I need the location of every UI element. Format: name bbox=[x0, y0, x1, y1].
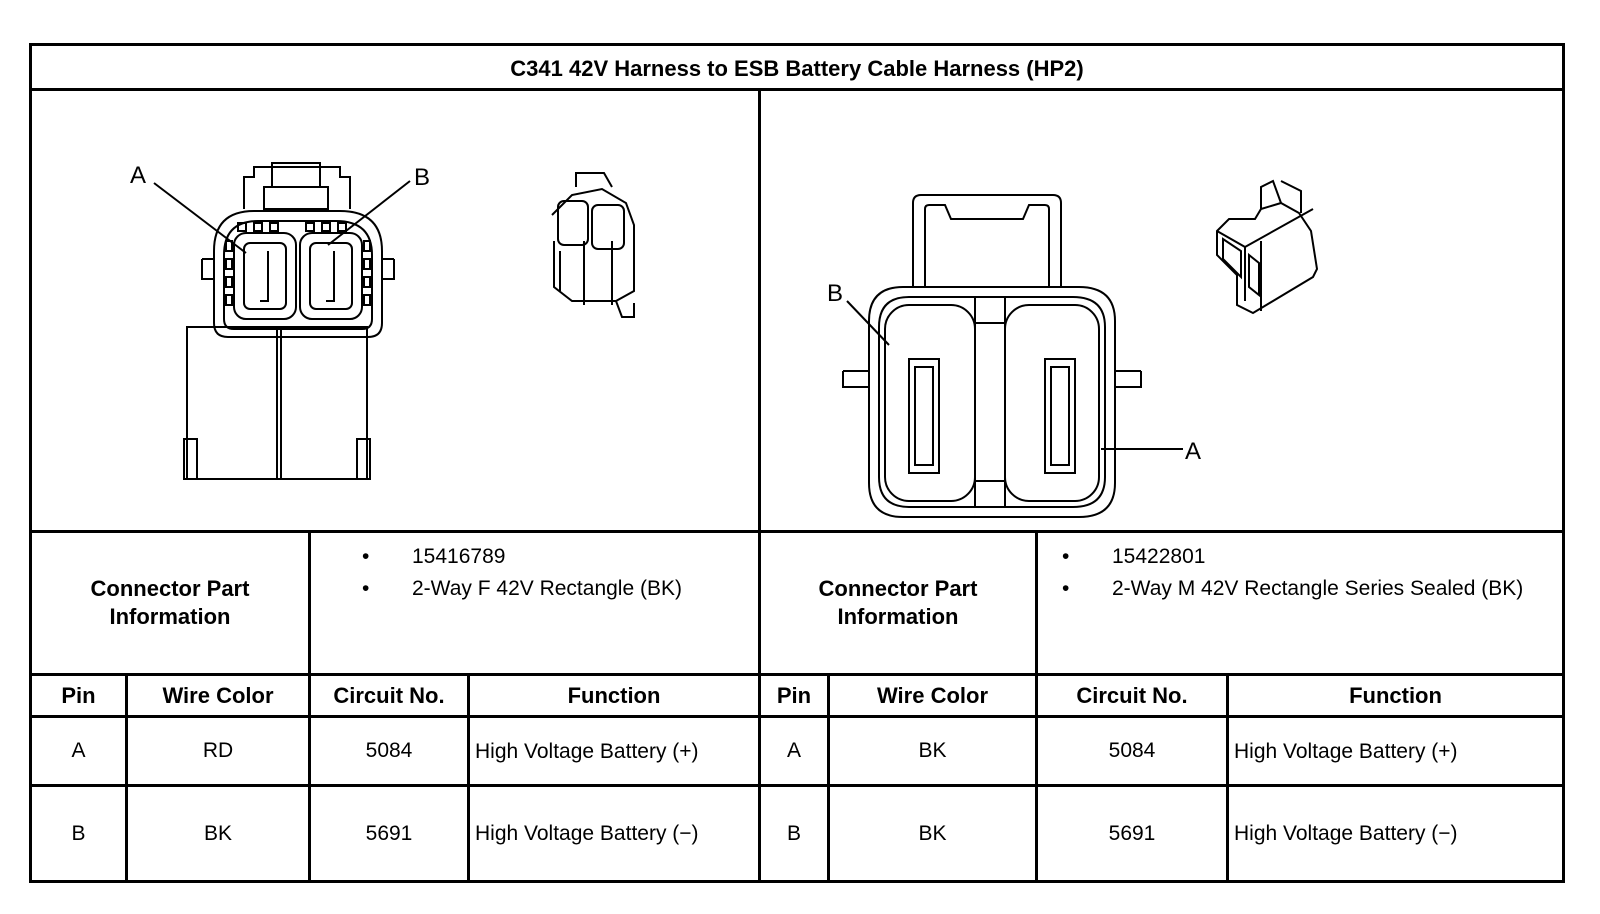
connector-part-info-text: Connector Part Information bbox=[90, 576, 250, 629]
part-number: 15416789 bbox=[412, 545, 506, 568]
male-connector-diagram: B A bbox=[827, 179, 1319, 518]
table-cell-circuit: 5691 bbox=[1108, 821, 1156, 845]
connector-part-info-label: Connector Part Information bbox=[32, 533, 308, 673]
table-cell-wire: BK bbox=[918, 821, 947, 845]
bullet: • bbox=[362, 577, 370, 600]
pin-label-a: A bbox=[1185, 438, 1201, 465]
divider bbox=[827, 675, 830, 880]
female-connector-diagram: A B bbox=[130, 162, 635, 480]
divider bbox=[1226, 675, 1229, 880]
header-pin: Pin bbox=[776, 682, 812, 708]
part-description: 2-Way M 42V Rectangle Series Sealed (BK) bbox=[1112, 577, 1524, 600]
table-cell-wire: BK bbox=[918, 739, 947, 762]
divider bbox=[308, 532, 311, 880]
left-part-list: • 15416789 • 2-Way F 42V Rectangle (BK) bbox=[362, 543, 742, 603]
divider bbox=[125, 675, 128, 880]
divider bbox=[1035, 532, 1038, 880]
divider bbox=[467, 675, 470, 880]
table-cell-circuit: 5691 bbox=[365, 821, 413, 845]
part-description: 2-Way F 42V Rectangle (BK) bbox=[412, 577, 682, 600]
header-pin: Pin bbox=[61, 682, 96, 708]
description-item: • 2-Way M 42V Rectangle Series Sealed (B… bbox=[1062, 575, 1532, 603]
table-cell-pin: B bbox=[71, 821, 86, 845]
table-cell-pin: A bbox=[71, 739, 86, 762]
pin-label-b: B bbox=[827, 280, 843, 307]
part-number-item: • 15416789 bbox=[362, 543, 742, 571]
divider bbox=[758, 90, 761, 880]
table-cell-circuit: 5084 bbox=[365, 739, 413, 762]
bullet: • bbox=[1062, 577, 1070, 600]
pin-label-a: A bbox=[130, 162, 146, 189]
divider bbox=[32, 530, 1562, 533]
table-cell-function: High Voltage Battery (+) bbox=[1234, 739, 1458, 763]
header-circuit: Circuit No. bbox=[333, 682, 445, 708]
divider bbox=[32, 88, 1562, 91]
header-function: Function bbox=[567, 682, 661, 708]
description-item: • 2-Way F 42V Rectangle (BK) bbox=[362, 575, 742, 603]
divider bbox=[32, 784, 1562, 787]
connector-part-info-text: Connector Part Information bbox=[818, 576, 978, 629]
table-cell-function: High Voltage Battery (−) bbox=[1234, 822, 1458, 845]
bullet: • bbox=[1062, 545, 1070, 568]
right-part-list: • 15422801 • 2-Way M 42V Rectangle Serie… bbox=[1062, 543, 1532, 603]
table-cell-pin: B bbox=[786, 821, 801, 845]
table-title: C341 42V Harness to ESB Battery Cable Ha… bbox=[510, 55, 1084, 81]
header-function: Function bbox=[1349, 682, 1442, 708]
table-cell-wire: BK bbox=[203, 821, 232, 845]
table-cell-function: High Voltage Battery (+) bbox=[475, 739, 699, 763]
table-cell-pin: A bbox=[786, 739, 801, 762]
table-cell-circuit: 5084 bbox=[1108, 739, 1156, 762]
header-wire-color: Wire Color bbox=[162, 682, 274, 708]
connector-part-info-label: Connector Part Information bbox=[761, 533, 1035, 673]
bullet: • bbox=[362, 545, 370, 568]
part-number-item: • 15422801 bbox=[1062, 543, 1532, 571]
table-cell-function: High Voltage Battery (−) bbox=[475, 822, 699, 845]
part-number: 15422801 bbox=[1112, 545, 1206, 568]
pin-label-b: B bbox=[414, 164, 430, 191]
header-wire-color: Wire Color bbox=[876, 682, 989, 708]
table-cell-wire: RD bbox=[202, 739, 234, 762]
header-circuit: Circuit No. bbox=[1076, 682, 1188, 708]
connector-table: C341 42V Harness to ESB Battery Cable Ha… bbox=[29, 43, 1565, 883]
divider bbox=[32, 715, 1562, 718]
divider bbox=[32, 673, 1562, 676]
